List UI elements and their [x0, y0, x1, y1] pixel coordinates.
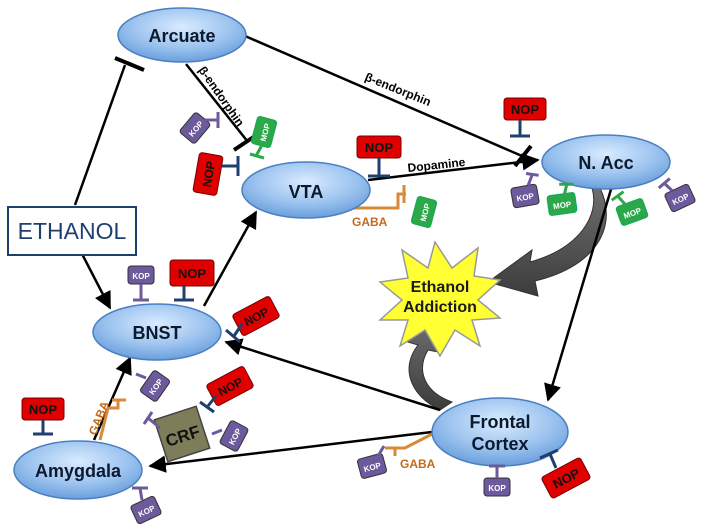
ethanol-bnst-edge	[78, 249, 112, 310]
node-nacc: N. Acc	[541, 134, 671, 190]
ethanol-addiction-burst	[378, 240, 502, 358]
node-arcuate: Arcuate	[117, 7, 247, 63]
gaba-amygdala-label: GABA	[86, 399, 112, 437]
nacc-frontal-edge	[544, 185, 614, 402]
node-nacc-label: N. Acc	[578, 153, 633, 173]
kop-receptor-bnst-2: KOP	[140, 370, 170, 402]
crf-inhibit-bar	[142, 411, 154, 425]
mop-receptor-nacc-2: MOP	[610, 190, 649, 226]
bnst-vta-edge	[202, 210, 258, 307]
arcuate-vta-edge	[185, 63, 249, 143]
crf-inhibit-connector	[147, 416, 161, 430]
node-bnst: BNST	[92, 303, 222, 361]
nop-receptor-bnst-2: NOP	[232, 296, 280, 336]
svg-text:NOP: NOP	[511, 102, 540, 117]
nop-crf-stem	[206, 395, 218, 407]
arcuate-nacc-edge	[244, 34, 523, 158]
crf-badge: CRF	[153, 405, 211, 463]
node-vta-label: VTA	[289, 182, 324, 202]
nop-bnst-2-stem	[232, 323, 244, 337]
kop-receptor-nacc-1: KOP	[510, 171, 540, 209]
nop-receptor-vta: NOP	[356, 135, 402, 178]
gaba-vta-connector	[348, 192, 406, 210]
svg-text:MOP: MOP	[553, 200, 573, 212]
svg-text:KOP: KOP	[488, 484, 506, 493]
svg-text:NOP: NOP	[365, 140, 394, 155]
node-frontal-cortex: Frontal Cortex	[431, 397, 569, 467]
ethanol-arcuate-inhibit-bar	[114, 56, 145, 72]
kop-receptor-amygdala: KOP	[130, 495, 162, 525]
gaba-frontal-label: GABA	[400, 457, 436, 471]
mop-receptor-nacc-1: MOP	[546, 182, 578, 216]
mop-arcuate-vta-stem	[254, 144, 264, 157]
mop-receptor-vta: MOP	[410, 196, 438, 228]
svg-text:NOP: NOP	[29, 402, 58, 417]
kop-receptor-arcuate-vta: KOP	[179, 112, 211, 144]
ethanol-arcuate-edge	[73, 64, 127, 206]
frontal-bnst-edge	[224, 338, 441, 412]
ethanol-label: ETHANOL	[18, 218, 127, 244]
kop-crf-stem	[211, 428, 223, 436]
svg-text:NOP: NOP	[178, 266, 207, 281]
dopamine-label: Dopamine	[407, 155, 466, 175]
nop-receptor-bnst-1: NOP	[169, 259, 215, 302]
nop-receptor-nacc: NOP	[503, 97, 547, 138]
ethanol-box	[7, 206, 137, 256]
kop-bnst-2-stem	[135, 372, 147, 380]
node-frontal-label-2: Cortex	[471, 434, 528, 454]
frontal-amygdala-edge	[148, 430, 433, 473]
nop-receptor-amygdala: NOP	[21, 397, 65, 436]
gaba-amygdala-connector	[98, 400, 120, 441]
kop-receptor-crf: KOP	[219, 420, 249, 452]
node-frontal-label-1: Frontal	[470, 412, 531, 432]
kop-receptor-frontal-2: KOP	[483, 464, 511, 497]
kop-receptor-bnst: KOP	[127, 265, 155, 302]
node-vta: VTA	[241, 161, 371, 219]
nop-crf-bar	[199, 400, 215, 414]
nop-receptor-arcuate-vta: NOP	[192, 152, 224, 196]
nop-receptor-frontal: NOP	[541, 457, 591, 499]
kop-receptor-nacc-2: KOP	[657, 177, 696, 213]
svg-text:NOP: NOP	[200, 160, 218, 188]
nacc-to-addiction-big-arrow	[486, 187, 607, 297]
nop-frontal-bar	[539, 448, 559, 460]
node-amygdala: Amygdala	[13, 440, 143, 500]
kop-receptor-frontal-1: KOP	[357, 453, 387, 479]
node-arcuate-label: Arcuate	[148, 26, 215, 46]
kop-amygdala-stem	[138, 487, 144, 501]
vta-nacc-edge	[367, 153, 540, 182]
svg-text:KOP: KOP	[516, 191, 535, 203]
node-bnst-label: BNST	[133, 323, 182, 343]
kop-frontal-1-stem	[376, 445, 386, 457]
mop-receptor-arcuate-vta: MOP	[250, 116, 278, 148]
node-amygdala-label: Amygdala	[35, 461, 122, 481]
addiction-line1: Ethanol	[411, 279, 470, 296]
nop-frontal-stem	[548, 453, 558, 469]
gaba-vta-label: GABA	[352, 215, 388, 229]
mop-arcuate-vta-bar	[249, 152, 265, 160]
addiction-line2: Addiction	[403, 299, 477, 316]
svg-text:KOP: KOP	[132, 272, 150, 281]
nop-bnst-2-bar	[225, 328, 241, 344]
